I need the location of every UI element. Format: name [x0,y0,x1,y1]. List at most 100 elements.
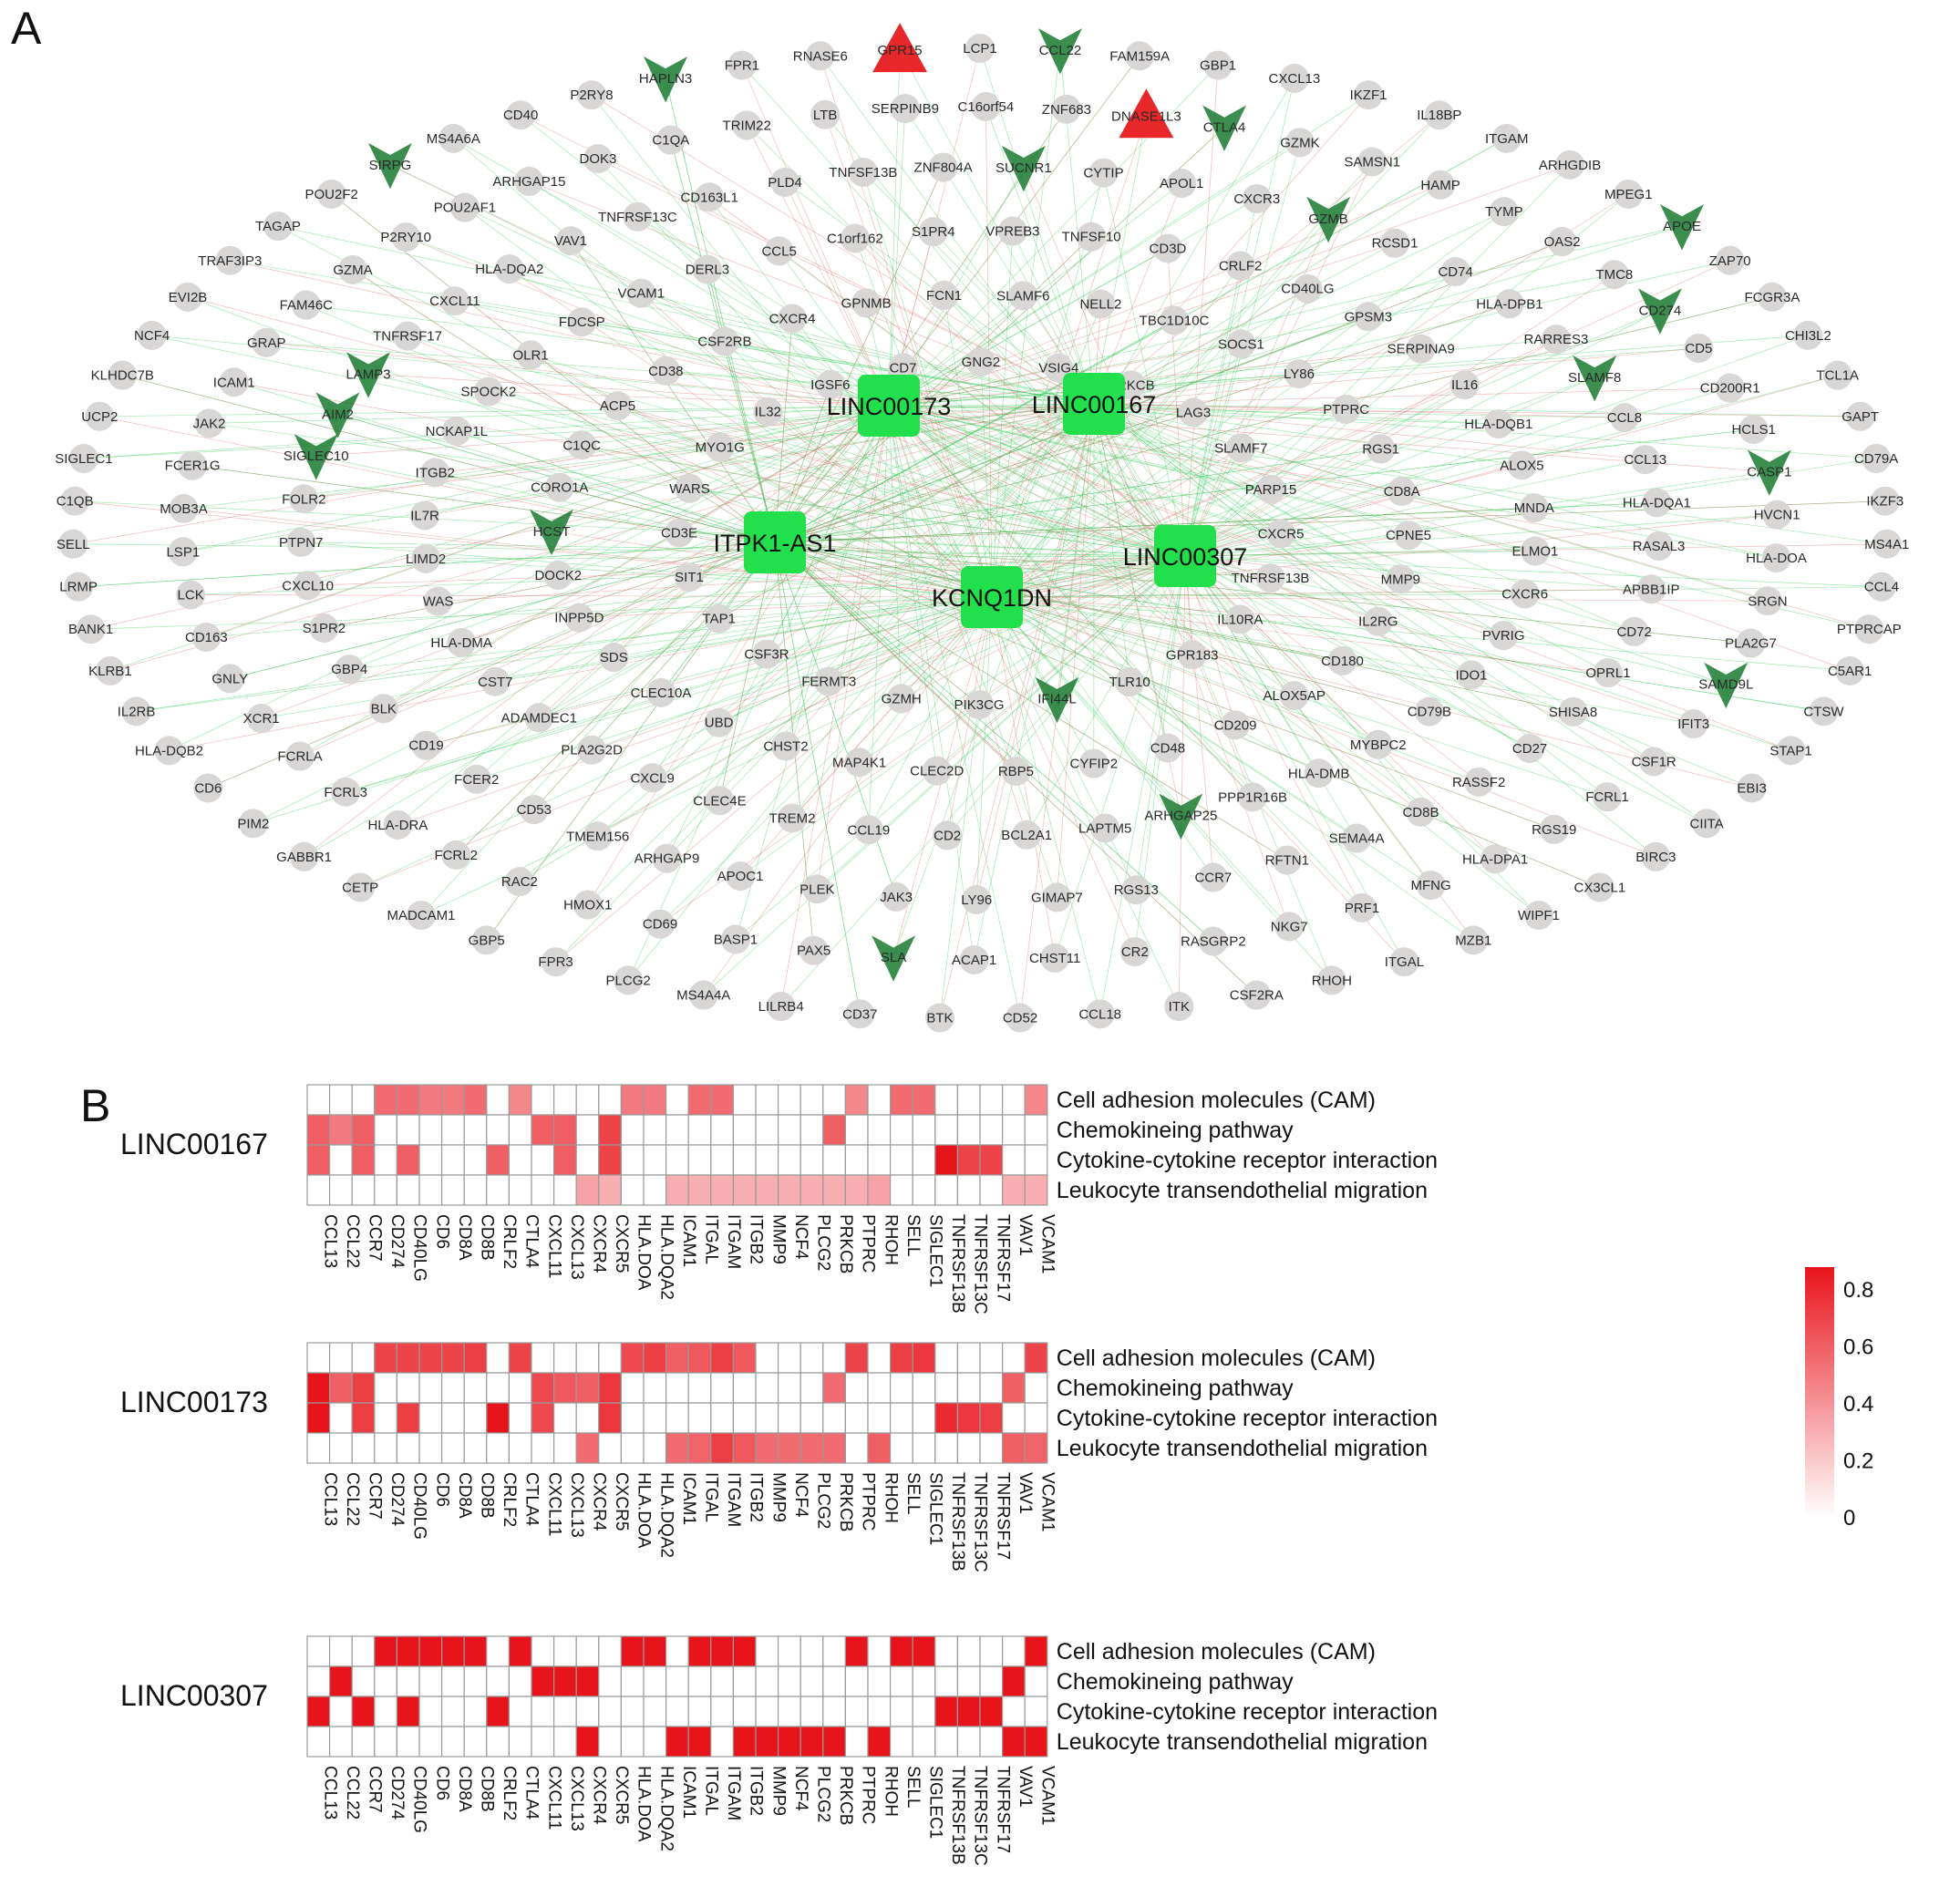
gene-node-ptprcap: PTPRCAP [1837,614,1902,644]
edge [774,320,1175,543]
heatmap-cell [1024,1696,1048,1727]
gene-node-gbp1: GBP1 [1200,50,1236,80]
gene-circle [1085,999,1115,1029]
heatmap-cell [620,1402,645,1434]
edge [991,596,1472,675]
edge [109,405,890,672]
edge [824,114,1186,557]
column-label: PLCG2 [814,1472,833,1529]
heatmap-cell [844,1696,869,1727]
edge [980,361,993,598]
heatmap-cell [508,1084,532,1116]
gene-node-ppp1r16b: PPP1R16B [1218,782,1287,812]
gene-label: MMP9 [1381,572,1420,587]
edge [151,335,1186,557]
gene-label: GRAP [247,335,286,351]
edge [718,403,1095,619]
gene-circle [541,947,571,977]
gene-circle [1078,748,1109,778]
heatmap-cell [306,1114,331,1146]
gene-label: LY86 [1284,366,1315,382]
gene-label: INPP5D [554,611,603,626]
gene-node-hla-doa: HLA-DOA [1746,543,1807,573]
heatmap-cell [575,1402,600,1434]
gene-node-cxcl10: CXCL10 [282,571,334,601]
column-label: SIGLEC1 [926,1214,945,1287]
gene-node-madcam1: MADCAM1 [387,901,456,931]
heatmap-cell [1024,1432,1048,1464]
edge [774,541,1343,662]
column-label: SIGLEC1 [926,1766,945,1839]
gene-circle [1242,980,1272,1010]
edge [579,596,993,618]
gene-circle [802,874,832,904]
edge [774,541,1751,644]
gene-circle [1738,415,1769,445]
column-label: CD40LG [410,1472,429,1540]
gene-node-fcer2: FCER2 [454,764,499,794]
gene-label: CXCL9 [630,770,674,786]
gene-label: C1QC [562,438,601,453]
edge [304,405,890,500]
edge [666,403,1095,859]
edge [739,555,1186,877]
gene-node-cd19: CD19 [408,730,444,760]
heatmap-cell [306,1342,331,1374]
edge [277,225,1095,405]
edge [206,555,1186,638]
gene-node-znf804a: ZNF804A [914,152,973,182]
edge [991,593,1525,598]
gene-label: CR2 [1121,944,1149,960]
gene-label: CD79A [1854,451,1898,467]
gene-label: HLA-DMA [430,635,492,651]
heatmap-cell [552,1696,577,1727]
gene-circle [263,211,293,242]
edge [230,260,890,407]
edge [859,555,1186,763]
column-label: TNFRSF13B [948,1472,967,1572]
heatmap-cell [1001,1665,1026,1697]
gene-label: HCLS1 [1731,422,1775,438]
edge [261,403,1095,719]
heatmap-cell [508,1402,532,1434]
edge [888,108,906,407]
edge [435,403,1095,473]
gene-node-cd72: CD72 [1616,616,1652,646]
edge [991,310,1661,598]
edge [888,405,1707,824]
gene-node-rbp5: RBP5 [998,757,1034,787]
edge [641,293,993,598]
heatmap-cell [912,1372,936,1404]
edge [253,596,993,824]
heatmap-cell [531,1372,555,1404]
edge [768,411,993,598]
gene-node-p2ry8: P2RY8 [570,80,614,110]
gene-label: BLK [371,701,397,717]
gene-label: GZMH [882,691,922,706]
legend-color-bar [1805,1267,1834,1518]
gene-node-gimap7: GIMAP7 [1031,882,1083,912]
gene-circle [603,391,633,421]
gene-circle [1523,901,1553,931]
heatmap-cell [710,1114,734,1146]
edge [991,596,1290,927]
edge [774,541,1288,861]
gene-node-blk: BLK [368,694,398,724]
gene-node-ctla4: CTLA4 [1202,105,1247,151]
edge [1184,555,1431,886]
edge [888,405,1769,472]
gene-node-tnfrsf17: TNFRSF17 [373,321,442,351]
gene-label: XCR1 [243,711,280,727]
heatmap-cell [665,1402,689,1434]
column-label: CCL22 [343,1472,362,1526]
gene-node-slamf8: SLAMF8 [1568,355,1621,402]
gene-circle [675,473,705,503]
gene-node-gng2: GNG2 [962,347,1000,377]
heatmap-cell [979,1342,1004,1374]
gene-label: IL10RA [1217,612,1263,627]
edge [1184,310,1661,557]
edge [774,541,861,1015]
gene-circle [1040,943,1070,973]
gene-label: CD72 [1616,624,1651,640]
heatmap-cell [418,1635,443,1667]
